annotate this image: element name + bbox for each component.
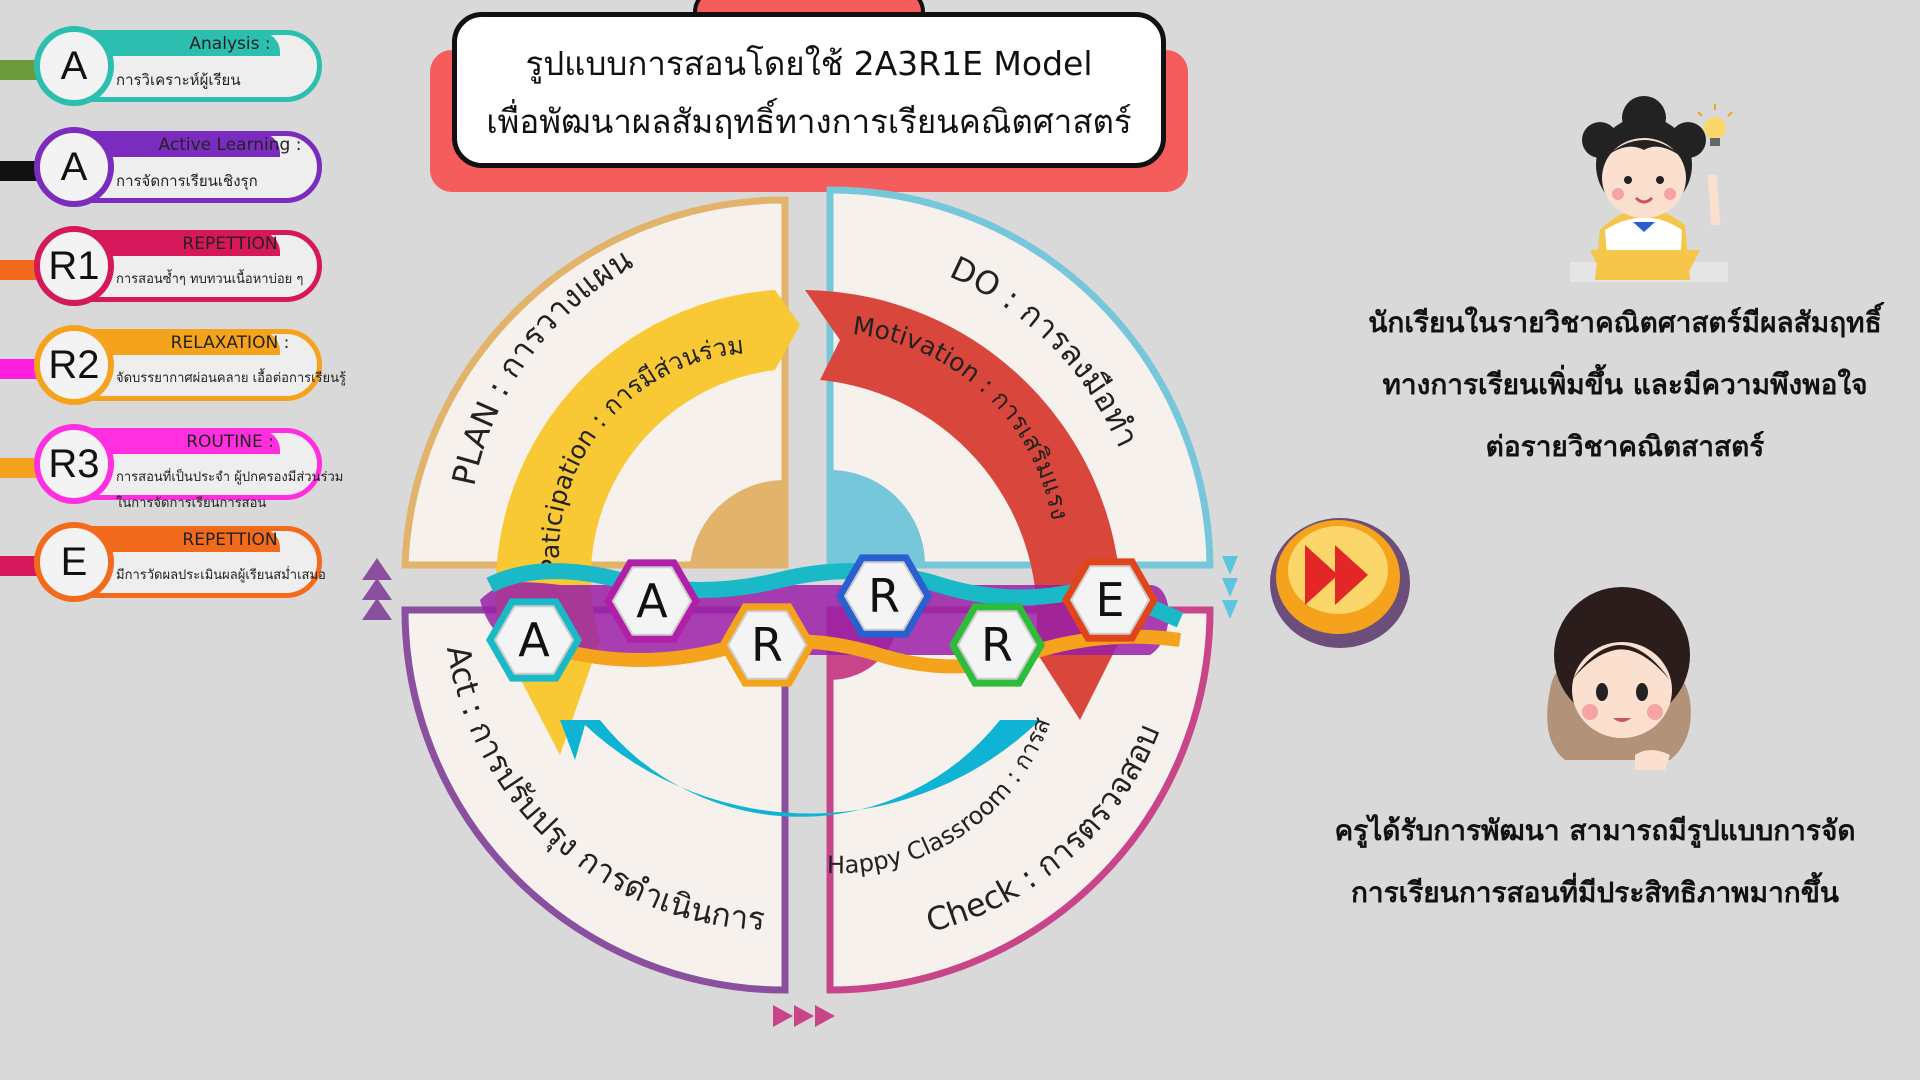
title-box: รูปแบบการสอนโดยใช้ 2A3R1E Model เพื่อพัฒ… (452, 12, 1166, 168)
student-outcome-line-3: ต่อรายวิชาคณิตสาสตร์ (1485, 430, 1765, 463)
legend-letter: R2 (34, 325, 114, 405)
legend-bar (0, 161, 40, 181)
student-outcome-line-2: ทางการเรียนเพิ่มขึ้น และมีความพึงพอใจ (1382, 368, 1868, 401)
hexagon-face (611, 566, 693, 636)
student-illustration (1570, 96, 1733, 282)
teacher-outcome-text: ครูได้รับการพัฒนา สามารถมีรูปแบบการจัด ก… (1315, 800, 1875, 924)
legend-item: REPETTION มีการวัดผลประเมินผลผู้เรียนสม่ำ… (0, 522, 360, 606)
teacher-illustration (1547, 587, 1691, 770)
hexagon-letter: A (636, 574, 668, 628)
up-arrows-icon (362, 558, 392, 620)
legend-letter: R3 (34, 424, 114, 504)
legend-band (80, 528, 280, 552)
legend-band (80, 133, 280, 157)
legend-description-2: ในการจัดการเรียนการสอน (116, 496, 267, 511)
legend-band (80, 331, 280, 355)
legend-description: การสอนที่เป็นประจำ ผู้ปกครองมีส่วนร่วม (116, 470, 344, 485)
hexagon: E (1062, 558, 1158, 642)
hexagon-letter: R (751, 618, 783, 672)
legend-description: การสอนซ้ำๆ ทบทวนเนื้อหาบ่อย ๆ (116, 272, 304, 287)
lightbulb-icon (1697, 104, 1733, 146)
hexagon: R (949, 603, 1045, 687)
title-line-1: รูปแบบการสอนโดยใช้ 2A3R1E Model (525, 44, 1093, 83)
fast-forward-icon (1305, 545, 1368, 605)
legend-bar (0, 458, 40, 478)
hexagon: R (719, 603, 815, 687)
legend-title: Analysis : (189, 34, 271, 54)
hexagon-face (843, 561, 925, 631)
student-outcome-line-1: นักเรียนในรายวิชาคณิตศาสตร์มีผลสัมฤทธิ์ (1368, 306, 1882, 339)
student-outcome-text: นักเรียนในรายวิชาคณิตศาสตร์มีผลสัมฤทธิ์ … (1355, 292, 1895, 478)
legend-title: REPETTION (182, 234, 278, 254)
act-quadrant (401, 606, 789, 994)
legend-letter: A (34, 26, 114, 106)
hexagon: A (486, 598, 582, 682)
do-inner-wedge (830, 470, 925, 565)
legend-title: Active Learning : (158, 135, 302, 155)
legend-description: การจัดการเรียนเชิงรุก (116, 172, 258, 190)
teacher-outcome-line-1: ครูได้รับการพัฒนา สามารถมีรูปแบบการจัด (1334, 814, 1856, 847)
legend-description: จัดบรรยากาศผ่อนคลาย เอื้อต่อการเรียนรู้ (116, 371, 347, 386)
legend-title: REPETTION (182, 530, 278, 550)
hexagon-face (493, 605, 575, 675)
legend-letter: A (34, 127, 114, 207)
title-line-2: เพื่อพัฒนาผลสัมฤทธิ์ทางการเรียนคณิตศาสตร… (486, 102, 1132, 141)
legend-description: การวิเคราะห์ผู้เรียน (116, 71, 241, 89)
legend-band (80, 232, 280, 256)
fast-forward-button[interactable] (1270, 518, 1410, 648)
left-arrows-icon (773, 1005, 835, 1027)
hexagon-letter: R (981, 618, 1013, 672)
hexagon: R (836, 554, 932, 638)
legend-title: RELAXATION : (170, 333, 290, 353)
hexagon-face (956, 610, 1038, 680)
legend-bar (0, 260, 40, 280)
hexagon: A (604, 559, 700, 643)
legend-bar (0, 60, 40, 80)
down-arrows-icon (1222, 556, 1238, 619)
hexagon-face (726, 610, 808, 680)
legend-letter: R1 (34, 226, 114, 306)
hexagon-face (1069, 565, 1151, 635)
check-quadrant (826, 606, 1214, 994)
legend-title: ROUTINE : (186, 432, 274, 452)
legend-band (80, 32, 280, 56)
legend-bar (0, 556, 40, 576)
legend-band (80, 430, 280, 454)
hexagon-letter: E (1095, 573, 1124, 627)
happy-classroom-arrow (560, 720, 1040, 817)
hexagon-letter: R (868, 569, 900, 623)
legend-item: RELAXATION : จัดบรรยากาศผ่อนคลาย เอื้อต่อ… (0, 325, 360, 409)
legend-item: ROUTINE : การสอนที่เป็นประจำ ผู้ปกครองมีส… (0, 424, 360, 511)
ribbon-top (486, 563, 1184, 628)
legend-description: มีการวัดผลประเมินผลผู้เรียนสม่ำเสมอ (116, 568, 326, 583)
legend-bar (0, 359, 40, 379)
teacher-outcome-line-2: การเรียนการสอนที่มีประสิทธิภาพมากขึ้น (1350, 876, 1840, 909)
plan-inner-wedge (690, 479, 785, 565)
legend-letter: E (34, 522, 114, 602)
ribbon-bottom (558, 629, 1181, 674)
hexagon-letter: A (518, 613, 550, 667)
